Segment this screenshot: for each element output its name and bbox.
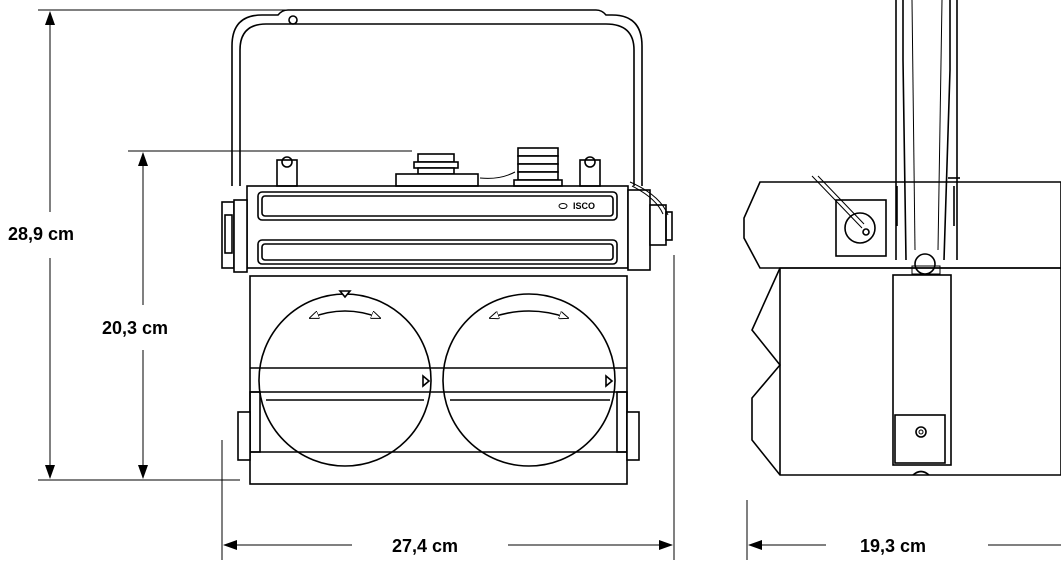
side-upper-body: [743, 175, 1061, 269]
connector-right: [627, 181, 673, 271]
dimension-side-depth: 19,3 cm: [746, 500, 1061, 560]
side-view: [743, 0, 1061, 476]
dimension-body-height: 20,3 cm: [102, 150, 412, 479]
bottle-window-right: [442, 293, 616, 467]
upper-housing: ISCO: [246, 185, 629, 269]
side-lower-body: [751, 265, 1061, 476]
body-height-label: 20,3 cm: [102, 318, 168, 338]
dimension-front-width: 27,4 cm: [221, 255, 675, 560]
indicator-light-icon: [558, 203, 568, 209]
overall-height-label: 28,9 cm: [8, 224, 74, 244]
carrying-handle: [231, 9, 643, 186]
latch-right: [579, 156, 601, 187]
latch-left: [276, 156, 298, 187]
top-vent-stack: [479, 147, 563, 187]
side-depth-label: 19,3 cm: [860, 536, 926, 556]
connector-left: [221, 199, 248, 273]
side-handle: [895, 0, 958, 275]
brand-label: ISCO: [573, 201, 595, 211]
front-view: ISCO: [221, 9, 673, 485]
top-connector: [395, 153, 479, 187]
lower-body: [237, 275, 640, 485]
bottle-window-left: [258, 290, 432, 467]
front-width-label: 27,4 cm: [392, 536, 458, 556]
dimension-overall-height: 28,9 cm: [8, 9, 288, 481]
